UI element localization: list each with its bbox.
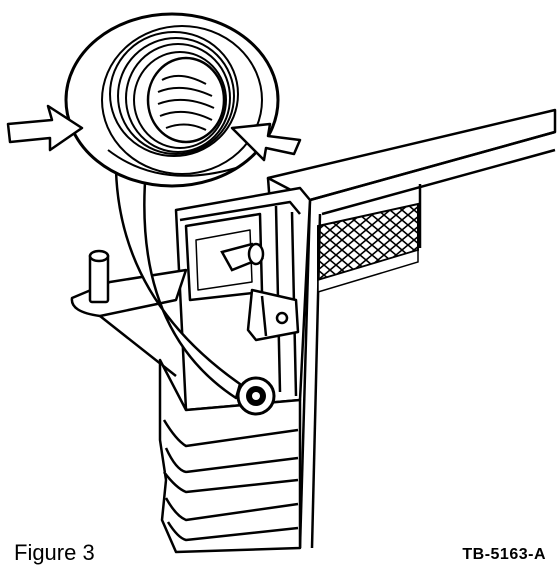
- mounting-pin: [70, 249, 188, 377]
- arrow-left-icon: [6, 104, 84, 152]
- radiator-core-mesh: [317, 202, 419, 294]
- detail-magnifier: [64, 12, 280, 188]
- arrow-right-icon: [230, 122, 302, 162]
- radiator-frame: [266, 108, 557, 549]
- callout-leader: [114, 166, 242, 400]
- bracket: [246, 288, 300, 342]
- tank-stub: [220, 242, 265, 272]
- figure-reference-code: TB-5163-A: [462, 546, 546, 563]
- drain-plug: [236, 376, 276, 416]
- figure-caption: Figure 3: [14, 540, 95, 565]
